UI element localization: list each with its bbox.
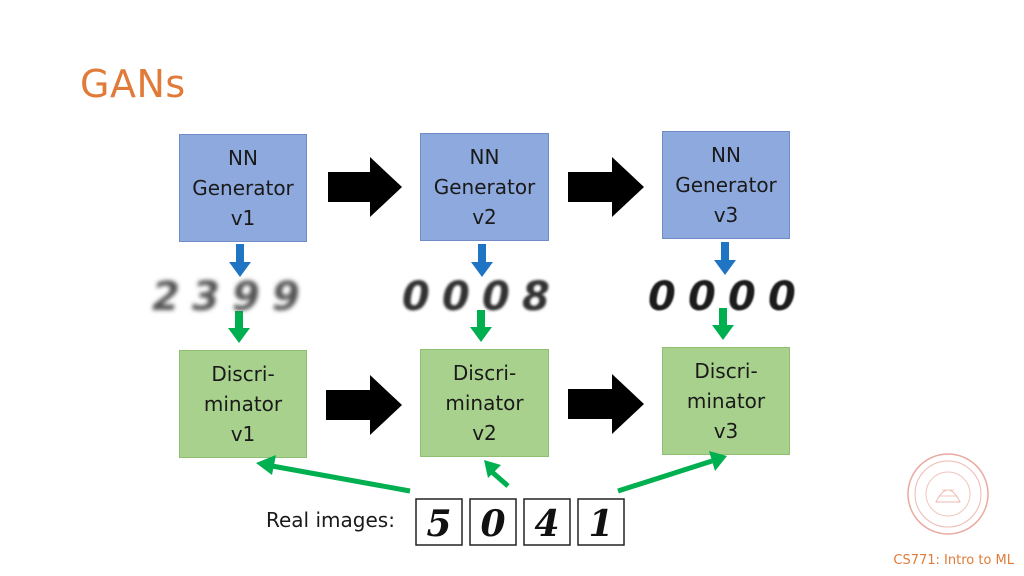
discriminator-line3: v1: [230, 422, 256, 446]
real-image-frame: [523, 498, 571, 546]
discriminator-line2: minator: [203, 392, 283, 416]
generator-line3: v3: [713, 203, 739, 227]
black-arrow-gen-1-2: [328, 157, 402, 217]
generated-digit: 9: [232, 274, 260, 320]
generator-line3: v2: [472, 205, 497, 229]
green-arrows-real: [271, 458, 713, 494]
discriminator-line2: minator: [686, 389, 766, 413]
discriminator-line2: minator: [445, 391, 524, 415]
generated-digit: 3: [192, 274, 220, 320]
generated-digit: 9: [272, 274, 300, 320]
black-arrow-gen-2-3: [568, 157, 644, 217]
real-digit: 1: [588, 503, 613, 545]
generator-box-v3: NN Generator v3: [662, 131, 790, 239]
real-digit: 5: [426, 503, 451, 545]
generator-line2: Generator: [192, 176, 294, 200]
footer-course-label: CS771: Intro to ML: [893, 553, 1014, 568]
generated-digit: 0: [482, 274, 510, 320]
real-digit: 4: [534, 503, 559, 545]
generated-digit: 0: [442, 274, 470, 320]
generator-line2: Generator: [433, 175, 536, 199]
generated-digit: 0: [402, 274, 430, 320]
slide-title: GANs: [80, 62, 186, 106]
black-arrow-disc-1-2: [326, 375, 402, 435]
generated-digit: 0: [768, 274, 796, 320]
generated-digit: 0: [688, 274, 716, 320]
green-arrows-down: [228, 308, 734, 343]
blue-arrows: [229, 242, 736, 277]
generated-digit: 0: [648, 274, 676, 320]
discriminator-line3: v3: [713, 419, 739, 443]
generator-box-v2: NN Generator v2: [420, 133, 549, 241]
generator-line2: Generator: [675, 173, 777, 197]
generator-line3: v1: [230, 206, 256, 230]
real-image-frame: [469, 498, 517, 546]
generator-line1: NN: [228, 146, 258, 170]
institute-seal-logo: [907, 453, 989, 535]
real-image-frame: [577, 498, 625, 546]
generated-digit: 0: [728, 274, 756, 320]
black-arrow-disc-2-3: [568, 374, 644, 434]
generated-digit: 8: [522, 274, 550, 320]
discriminator-line1: Discri-: [694, 359, 758, 383]
generated-digit: 2: [152, 274, 180, 320]
generator-line1: NN: [469, 145, 500, 169]
discriminator-box-v1: Discri- minator v1: [179, 350, 307, 458]
discriminator-line1: Discri-: [452, 361, 517, 385]
discriminator-box-v3: Discri- minator v3: [662, 347, 790, 455]
generator-line1: NN: [711, 143, 741, 167]
discriminator-box-v2: Discri- minator v2: [420, 349, 549, 457]
real-images-label: Real images:: [266, 508, 395, 532]
real-image-frame: [415, 498, 463, 546]
discriminator-line3: v2: [472, 421, 497, 445]
real-digit: 0: [480, 503, 505, 545]
generator-box-v1: NN Generator v1: [179, 134, 307, 242]
discriminator-line1: Discri-: [211, 362, 275, 386]
